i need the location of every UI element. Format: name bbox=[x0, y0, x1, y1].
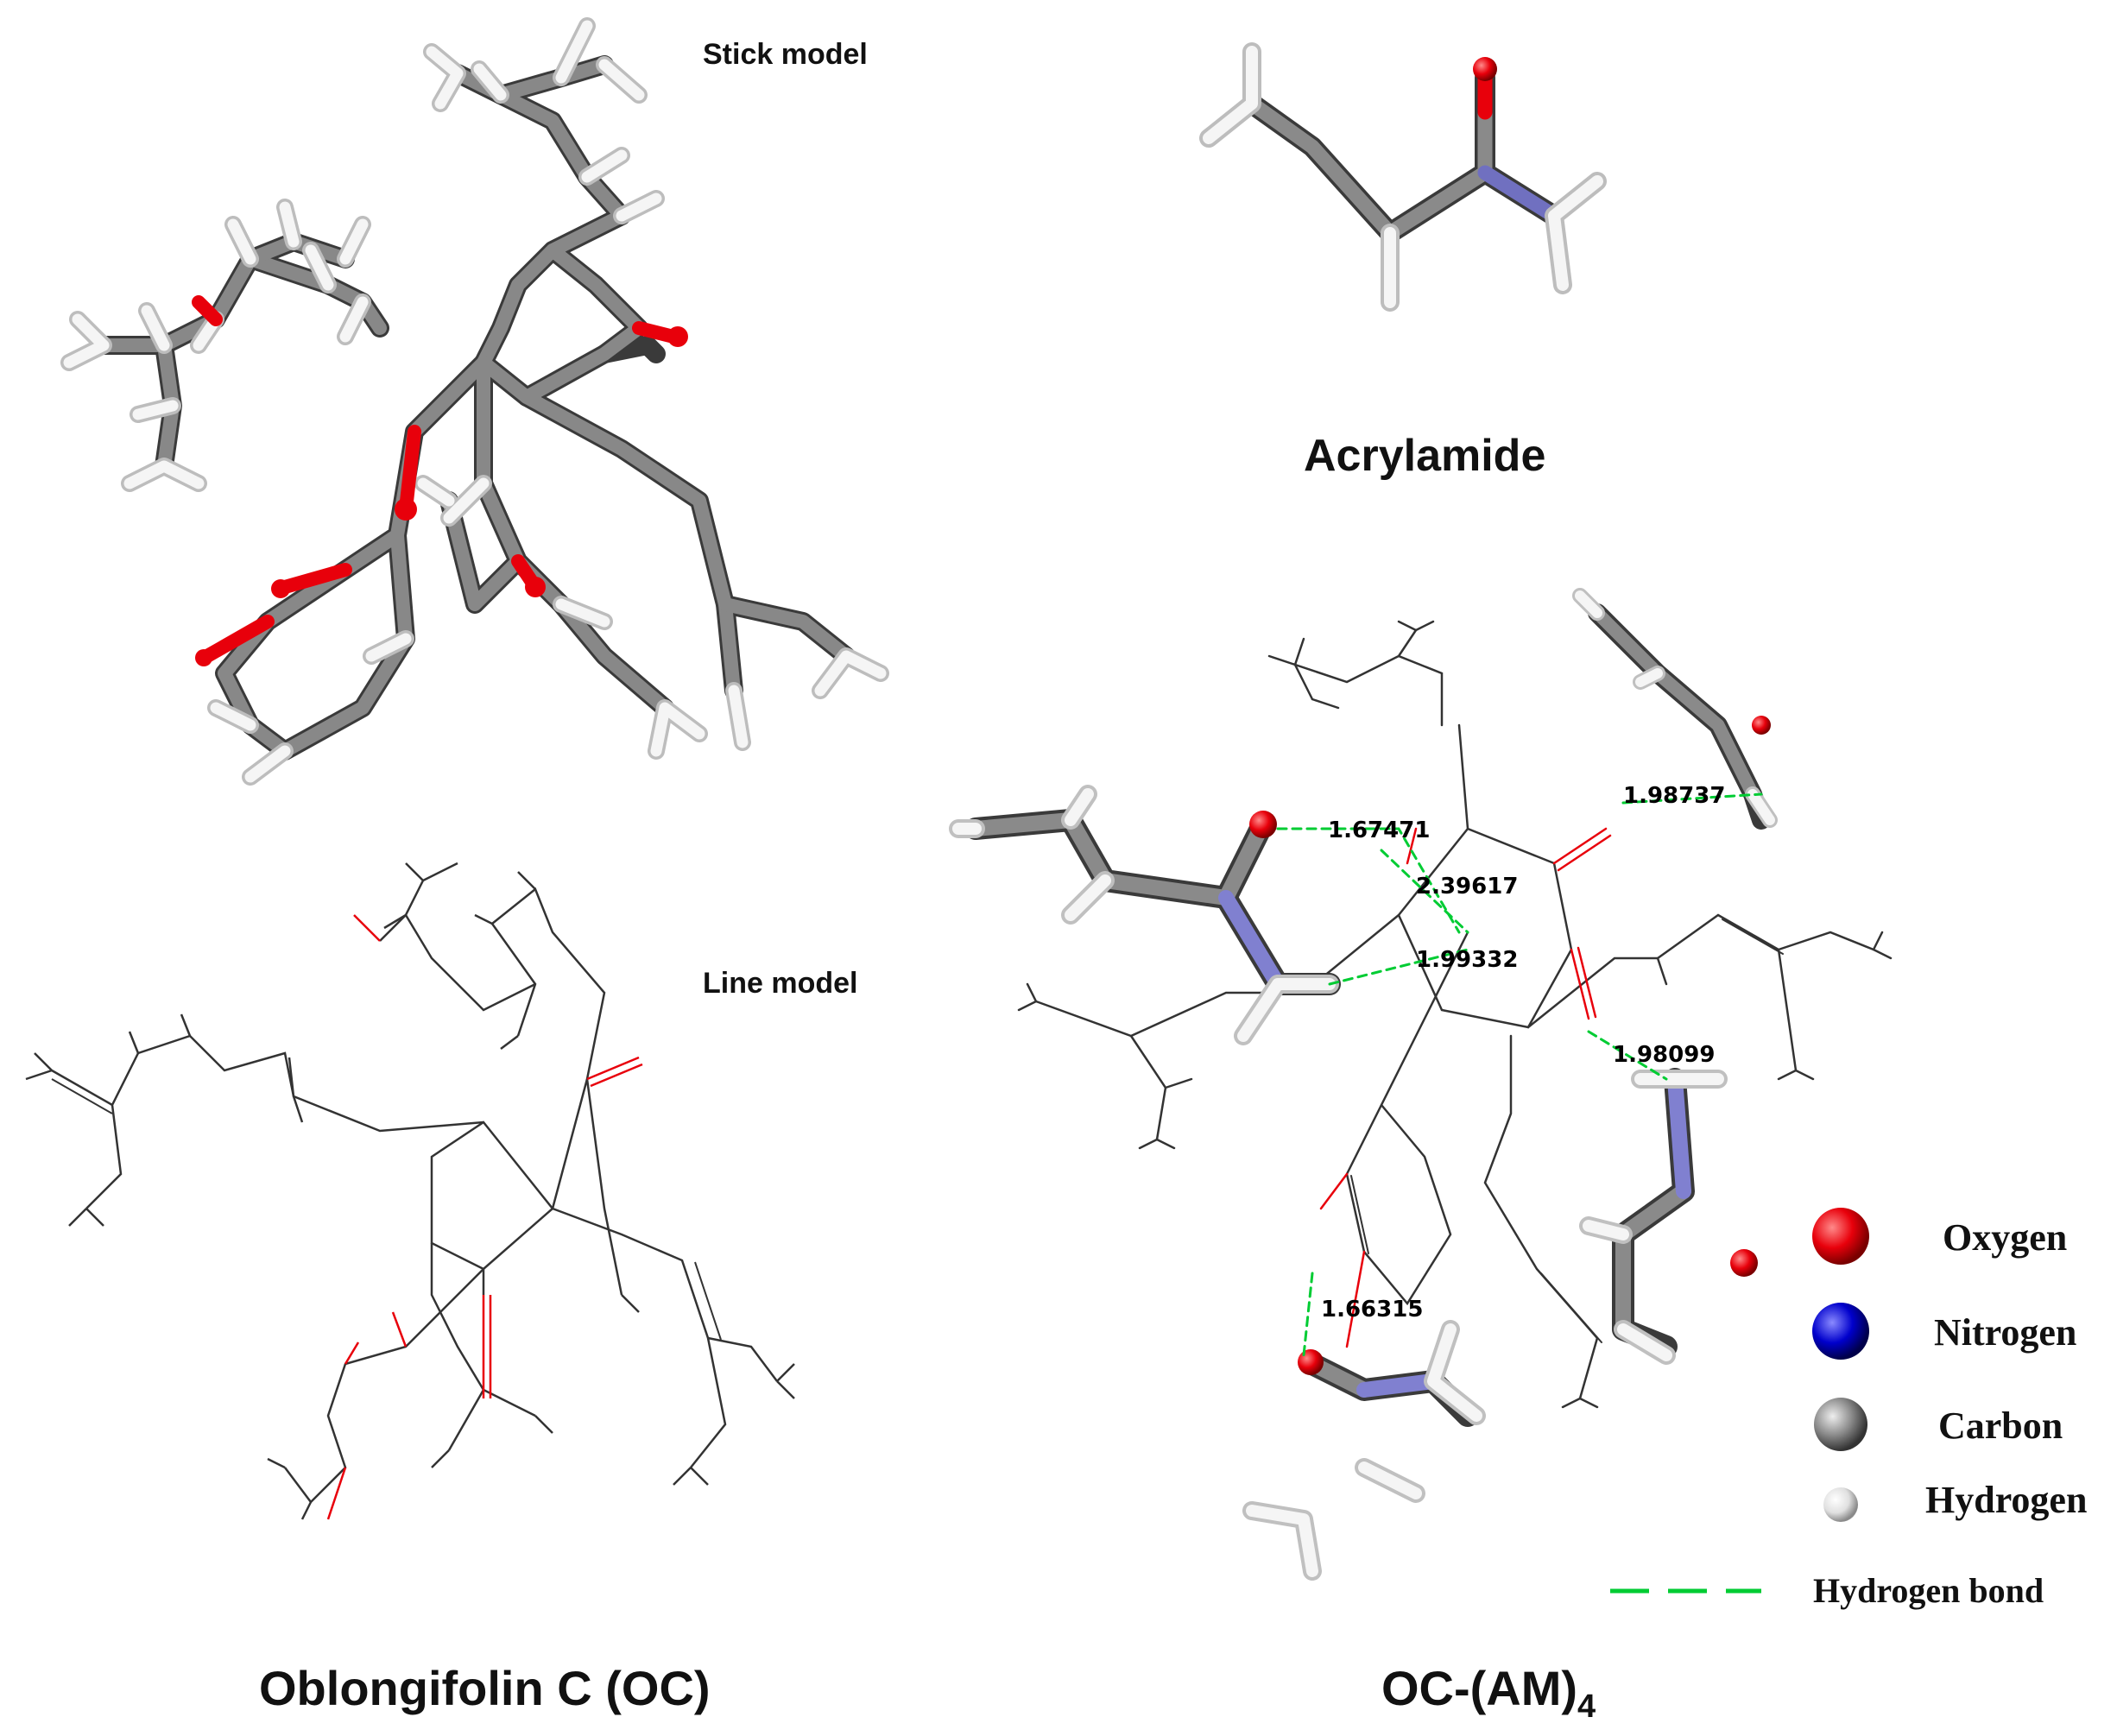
hbond-label-6: 1.66315 bbox=[1321, 1297, 1423, 1323]
legend-hydrogen-label: Hydrogen bbox=[1925, 1479, 2087, 1521]
hbond-labels: 1.67471 2.39617 1.99332 1.98737 1.98099 … bbox=[1321, 783, 1725, 1323]
complex-label: OC-(AM)4 bbox=[1381, 1661, 1596, 1725]
acrylamide-label: Acrylamide bbox=[1304, 431, 1545, 481]
hydrogen-swatch bbox=[1823, 1487, 1858, 1522]
hbond-label-2: 2.39617 bbox=[1416, 874, 1518, 900]
hbond-label-5: 1.98099 bbox=[1613, 1042, 1715, 1068]
acrylamide-4 bbox=[1242, 1320, 1486, 1581]
svg-text:OC-(AM)4: OC-(AM)4 bbox=[1381, 1661, 1596, 1725]
legend: Oxygen Nitrogen Carbon Hydrogen Hydrogen… bbox=[1610, 1208, 2087, 1610]
acrylamide-3 bbox=[1579, 1068, 1758, 1365]
oc-am4-complex bbox=[949, 588, 1893, 1581]
oc-line-model bbox=[25, 862, 795, 1520]
legend-carbon-label: Carbon bbox=[1938, 1405, 2063, 1447]
hbond-label-3: 1.99332 bbox=[1416, 947, 1518, 973]
legend-oxygen-label: Oxygen bbox=[1943, 1216, 2067, 1259]
oxygen-swatch bbox=[1812, 1208, 1869, 1265]
legend-nitrogen-label: Nitrogen bbox=[1934, 1311, 2076, 1354]
oc-stick-model bbox=[60, 17, 889, 786]
acrylamide-1 bbox=[949, 785, 1341, 1045]
oc-name-label: Oblongifolin C (OC) bbox=[259, 1661, 711, 1715]
carbon-swatch bbox=[1814, 1398, 1867, 1451]
acrylamide-2 bbox=[1572, 588, 1778, 830]
hydrogen-bonds bbox=[1276, 792, 1763, 1357]
hbond-label-1: 1.67471 bbox=[1328, 817, 1430, 843]
hbond-label-4: 1.98737 bbox=[1623, 783, 1725, 809]
complex-label-sub: 4 bbox=[1577, 1689, 1596, 1725]
nitrogen-swatch bbox=[1812, 1303, 1869, 1360]
stick-model-label: Stick model bbox=[703, 38, 868, 71]
legend-hbond-label: Hydrogen bond bbox=[1813, 1571, 2044, 1610]
line-model-label: Line model bbox=[703, 967, 857, 1000]
acrylamide-stick-model bbox=[1199, 42, 1607, 312]
complex-label-main: OC-(AM) bbox=[1381, 1661, 1577, 1715]
